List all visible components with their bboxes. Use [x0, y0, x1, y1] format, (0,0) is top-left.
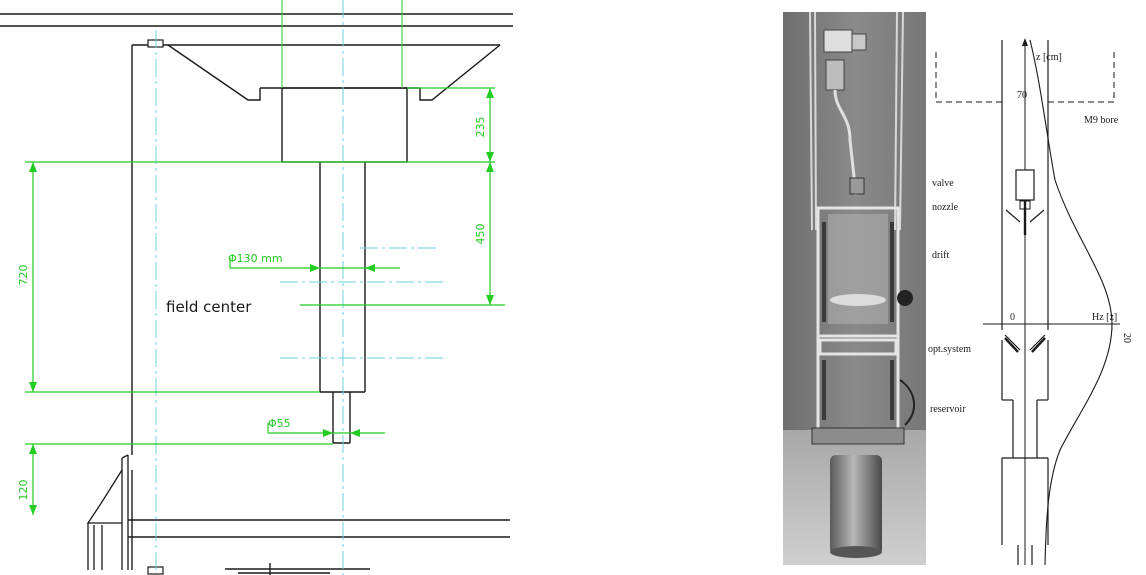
cone-flange [167, 44, 501, 101]
upper-block [281, 87, 408, 163]
drift-cage [816, 206, 900, 430]
reservoir-bottom [830, 546, 882, 558]
reservoir-cylinder [830, 455, 882, 555]
dimension-arrows [29, 88, 494, 515]
bottom-rails [128, 519, 510, 575]
drift-tube [828, 214, 888, 324]
magnet-frame [131, 44, 500, 570]
valve-assembly [823, 29, 867, 196]
tube-55 [332, 392, 351, 444]
component-labels: valve nozzle drift opt.system reservoir [928, 178, 971, 415]
dimension-235: 235 [474, 117, 487, 138]
label-reservoir: reservoir [930, 404, 966, 415]
side-knob [897, 290, 913, 306]
lens-disc [830, 294, 886, 306]
label-nozzle: nozzle [932, 202, 959, 213]
technical-drawing: 235 450 720 120 Φ130 mm Φ55 field center [0, 0, 513, 575]
label-opt-system: opt.system [928, 344, 971, 355]
support-rods [809, 11, 904, 231]
origin-value: 0 [1010, 312, 1015, 323]
dimension-lines [25, 87, 505, 515]
m9-bore [935, 52, 1115, 103]
side-strips [822, 222, 894, 420]
label-valve: valve [932, 178, 954, 189]
z-axis-arrow [1022, 38, 1028, 46]
dimension-450: 450 [474, 224, 487, 245]
base-plate [811, 427, 905, 445]
field-label: Hz [z] [1092, 312, 1117, 323]
construction-lines [281, 0, 403, 88]
label-drift: drift [932, 250, 949, 261]
z-top-value: 70 [1017, 90, 1027, 101]
z-axis-label: z [cm] [1036, 52, 1062, 63]
dimension-phi-55: Φ55 [268, 417, 291, 430]
support-bracket [86, 454, 129, 570]
apparatus-photo [783, 11, 926, 565]
field-max-value: 20 [1121, 333, 1132, 343]
valve-symbol [1015, 169, 1035, 201]
dimension-120: 120 [17, 480, 30, 501]
dimension-phi-130: Φ130 mm [228, 252, 283, 265]
centerlines [155, 0, 445, 575]
schematic: z [cm] 70 M9 bore 0 Hz [z] 20 valve nozz… [928, 38, 1132, 566]
top-rails [0, 13, 513, 27]
field-curve [1029, 39, 1113, 566]
dimension-720: 720 [17, 265, 30, 286]
field-center-label: field center [166, 298, 252, 316]
bore-label: M9 bore [1084, 115, 1119, 126]
cable [899, 379, 915, 426]
